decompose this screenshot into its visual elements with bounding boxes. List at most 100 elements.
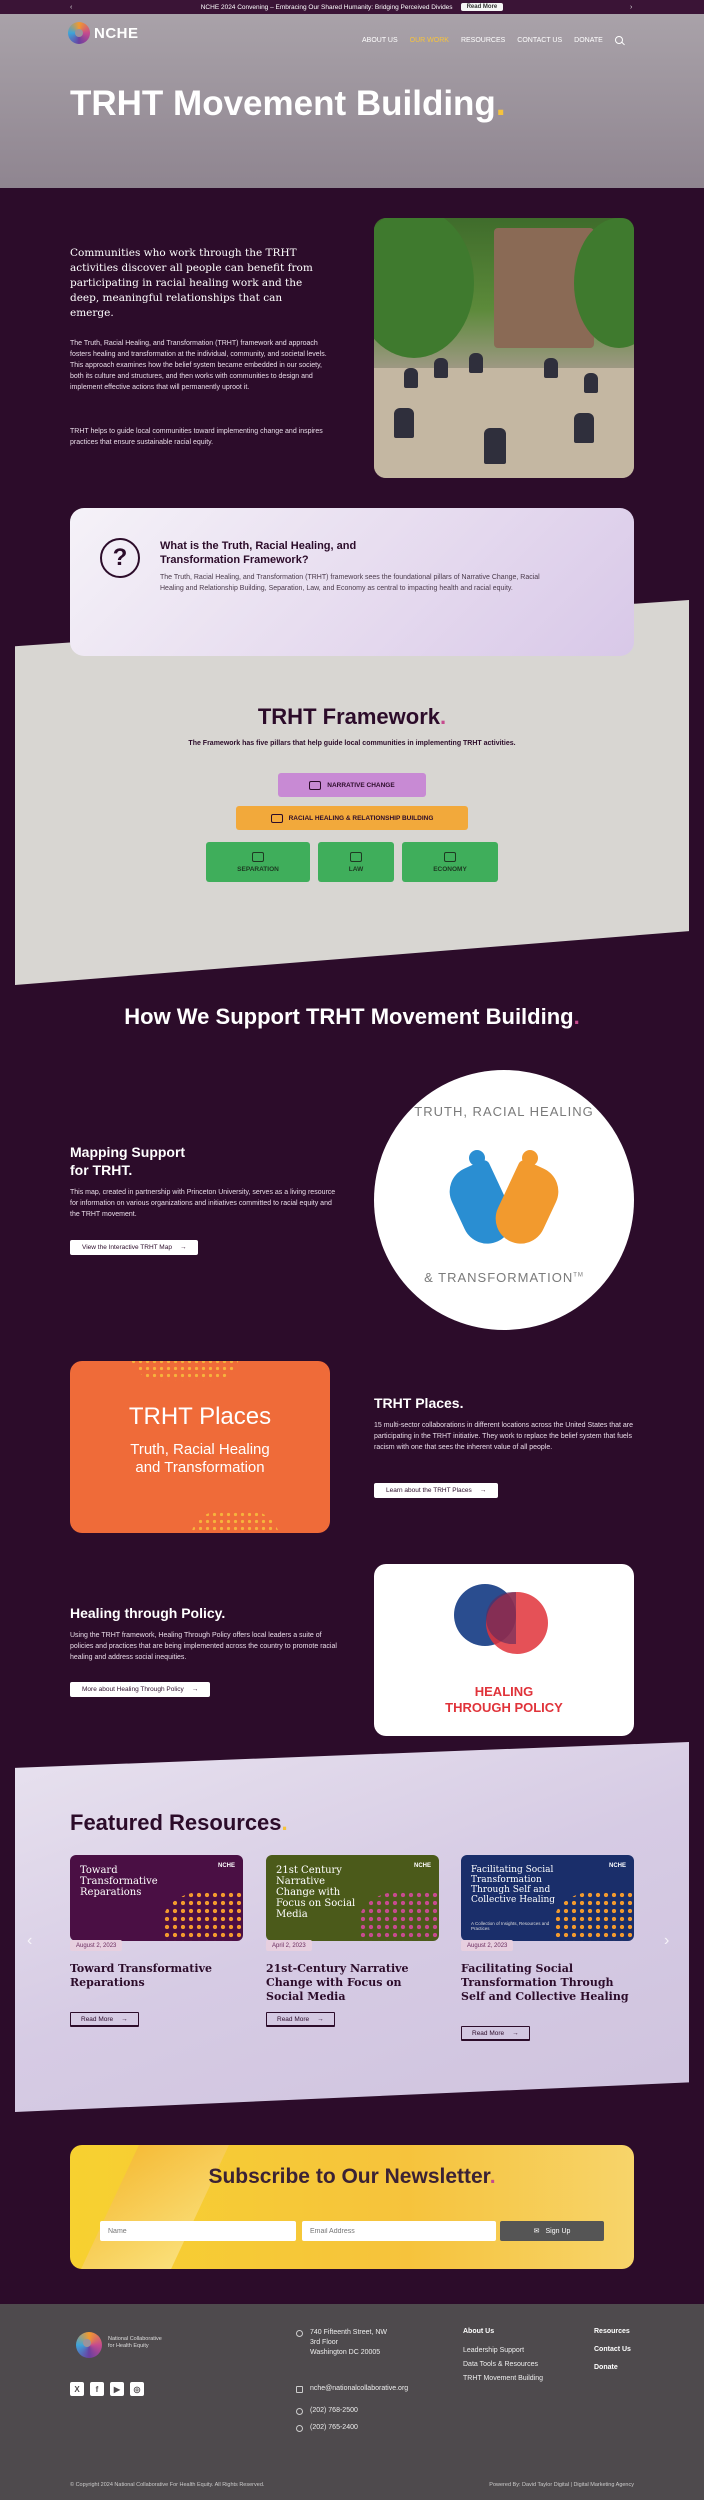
- featured-resources-title: Featured Resources.: [70, 1810, 288, 1835]
- resource-title-3[interactable]: Facilitating Social Transformation Throu…: [461, 1962, 629, 2003]
- carousel-next-icon[interactable]: ›: [664, 1932, 670, 1949]
- youtube-icon[interactable]: ▶: [110, 2382, 124, 2396]
- newsletter-title: Subscribe to Our Newsletter.: [208, 2165, 496, 2188]
- trht-logo-bottom-text: & TRANSFORMATIONTM: [424, 1270, 584, 1285]
- x-social-icon[interactable]: X: [70, 2382, 84, 2396]
- nav-our-work[interactable]: OUR WORK: [409, 36, 449, 44]
- view-map-button[interactable]: View the Interactive TRHT Map→: [70, 1240, 199, 1255]
- site-logo[interactable]: NCHE: [68, 22, 139, 44]
- economy-icon: [444, 851, 456, 862]
- search-icon[interactable]: [614, 36, 623, 44]
- nav-about-us[interactable]: ABOUT US: [362, 36, 398, 44]
- healing-icon: [270, 813, 283, 823]
- nav-resources[interactable]: RESOURCES: [460, 36, 506, 44]
- main-nav: ABOUT US OUR WORK RESOURCES CONTACT US D…: [362, 36, 623, 44]
- newsletter-name-input[interactable]: [100, 2221, 296, 2241]
- email-icon: [296, 2386, 303, 2393]
- framework-subtitle: The Framework has five pillars that help…: [188, 740, 516, 747]
- location-icon: [296, 2330, 303, 2337]
- support-section-title: How We Support TRHT Movement Building.: [124, 1004, 580, 1029]
- pillar-racial-healing: RACIAL HEALING & RELATIONSHIP BUILDING: [236, 806, 468, 830]
- intro-lead: Communities who work through the TRHT ac…: [70, 247, 313, 319]
- footer-copyright: © Copyright 2024 National Collaborative …: [70, 2482, 265, 2488]
- arrow-right-icon: →: [317, 2015, 324, 2023]
- footer-logo-text: National Collaborative for Health Equity: [108, 2336, 162, 2349]
- site-footer: National Collaborative for Health Equity…: [0, 2304, 704, 2500]
- framework-title: TRHT Framework.: [257, 704, 447, 729]
- footer-logo-icon[interactable]: [76, 2332, 102, 2358]
- footer-powered-by[interactable]: Powered By: David Taylor Digital | Digit…: [489, 2482, 634, 2488]
- footer-phone-2[interactable]: (202) 765-2400: [310, 2424, 358, 2431]
- more-policy-button[interactable]: More about Healing Through Policy→: [70, 1682, 211, 1697]
- resource-title-2[interactable]: 21st-Century Narrative Change with Focus…: [266, 1962, 409, 2003]
- arrow-right-icon: →: [191, 1686, 199, 1693]
- arrow-right-icon: →: [121, 2015, 128, 2023]
- arrow-right-icon: →: [179, 1244, 187, 1251]
- arrow-right-icon: →: [479, 1487, 487, 1494]
- announcement-read-more-button[interactable]: Read More: [460, 3, 504, 11]
- nav-donate[interactable]: DONATE: [574, 36, 603, 44]
- announcement-prev-arrow[interactable]: ‹: [70, 3, 73, 11]
- intro-paragraph-2: TRHT helps to guide local communities to…: [70, 428, 323, 446]
- instagram-icon[interactable]: ◎: [130, 2382, 144, 2396]
- hero-banner: [0, 14, 704, 188]
- carousel-prev-icon[interactable]: ‹: [27, 1932, 33, 1949]
- resource-card-image-3[interactable]: Facilitating Social Transformation Throu…: [461, 1855, 634, 1941]
- footer-email[interactable]: nche@nationalcollaborative.org: [310, 2385, 409, 2392]
- places-title: TRHT Places.: [374, 1395, 464, 1411]
- announcement-bar: ‹ NCHE 2024 Convening – Embracing Our Sh…: [0, 0, 704, 14]
- resource-date-1: August 2, 2023: [70, 1940, 123, 1951]
- places-card-title: TRHT Places: [128, 1403, 272, 1430]
- nav-contact-us[interactable]: CONTACT US: [517, 36, 563, 44]
- facebook-icon[interactable]: f: [90, 2382, 104, 2396]
- resource-date-2: April 2, 2023: [266, 1940, 312, 1951]
- nche-logo-icon: [68, 22, 90, 44]
- read-more-button-1[interactable]: Read More→: [70, 2012, 139, 2027]
- mapping-text: This map, created in partnership with Pr…: [70, 1189, 336, 1218]
- footer-link-donate[interactable]: Donate: [594, 2364, 618, 2371]
- footer-about-heading[interactable]: About Us: [463, 2328, 495, 2335]
- resource-date-3: August 2, 2023: [461, 1940, 514, 1951]
- newsletter-email-input[interactable]: [302, 2221, 496, 2241]
- logo-text: NCHE: [94, 24, 139, 42]
- resource-card-image-2[interactable]: 21st Century Narrative Change with Focus…: [266, 1855, 439, 1941]
- question-icon: ?: [100, 538, 140, 578]
- policy-title: Healing through Policy.: [70, 1605, 226, 1621]
- trht-logo-top-text: TRUTH, RACIAL HEALING: [414, 1104, 594, 1119]
- newsletter-signup-button[interactable]: ✉Sign Up: [500, 2221, 604, 2241]
- separation-icon: [252, 851, 264, 862]
- footer-link-trht[interactable]: TRHT Movement Building: [463, 2375, 544, 2382]
- what-is-trht-text: The Truth, Racial Healing, and Transform…: [160, 574, 540, 592]
- community-circle-photo: [374, 218, 634, 478]
- phone-icon: [296, 2425, 303, 2432]
- read-more-button-2[interactable]: Read More→: [266, 2012, 335, 2027]
- footer-link-contact[interactable]: Contact Us: [594, 2346, 631, 2353]
- read-more-button-3[interactable]: Read More→: [461, 2026, 530, 2041]
- envelope-icon: ✉: [533, 2228, 540, 2235]
- trht-logo: TRUTH, RACIAL HEALING & TRANSFORMATIONTM: [374, 1070, 634, 1330]
- footer-phone-1[interactable]: (202) 768-2500: [310, 2407, 358, 2414]
- intro-paragraph-1: The Truth, Racial Healing, and Transform…: [70, 340, 327, 391]
- footer-link-data-tools[interactable]: Data Tools & Resources: [463, 2361, 538, 2368]
- footer-link-resources[interactable]: Resources: [594, 2328, 630, 2335]
- learn-places-button[interactable]: Learn about the TRHT Places→: [374, 1483, 499, 1498]
- what-is-trht-title: What is the Truth, Racial Healing, and T…: [160, 540, 357, 566]
- pillar-economy: ECONOMY: [402, 842, 498, 882]
- announcement-next-arrow[interactable]: ›: [630, 3, 633, 11]
- pillar-narrative-change: NARRATIVE CHANGE: [278, 773, 426, 797]
- page-title: TRHT Movement Building.: [70, 84, 506, 123]
- places-text: 15 multi-sector collaborations in differ…: [374, 1422, 634, 1451]
- resource-title-1[interactable]: Toward Transformative Reparations: [70, 1962, 212, 1989]
- narrative-icon: [309, 780, 322, 790]
- announcement-text: NCHE 2024 Convening – Embracing Our Shar…: [200, 3, 453, 11]
- footer-link-leadership[interactable]: Leadership Support: [463, 2347, 525, 2354]
- arrow-right-icon: →: [512, 2029, 519, 2037]
- pillar-law: LAW: [318, 842, 394, 882]
